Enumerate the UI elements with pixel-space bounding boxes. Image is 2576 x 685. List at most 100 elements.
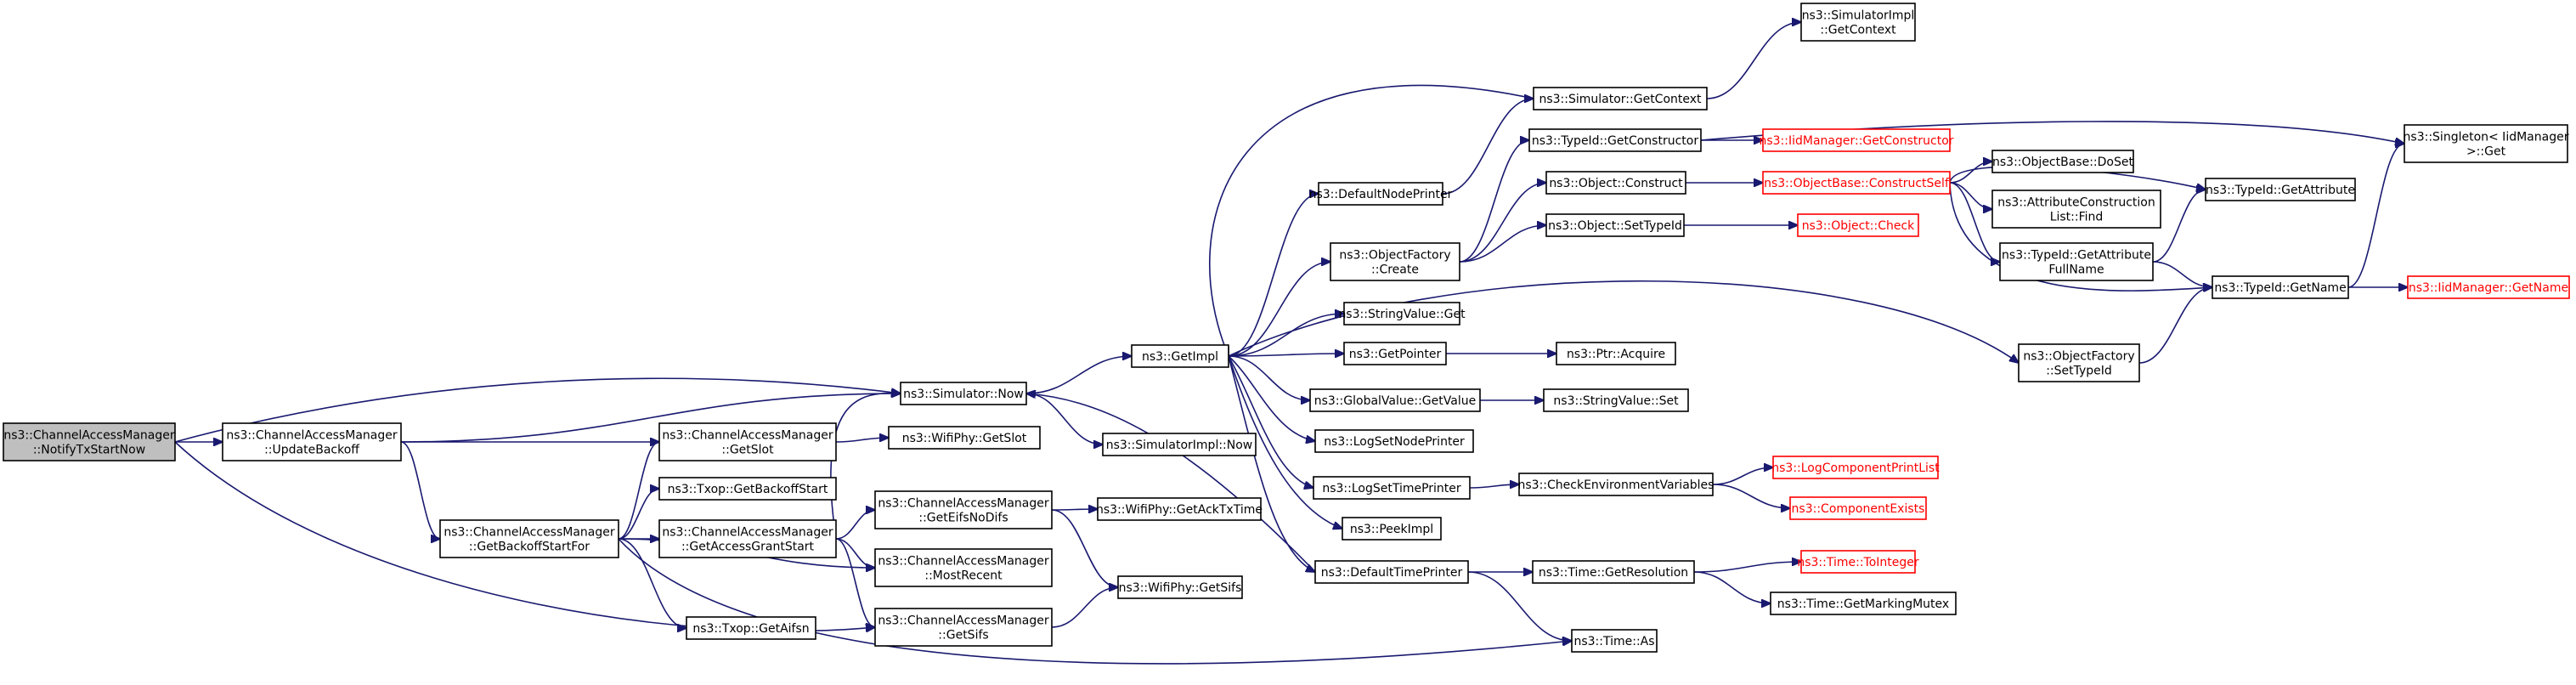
node-ns3-wifiphy-getacktxtime[interactable]: ns3::WifiPhy::GetAckTxTime [1096,497,1263,521]
node-box [1533,87,1708,110]
node-ns3-iidmanager-getconstructor[interactable]: ns3::IidManager::GetConstructor [1759,128,1954,152]
node-ns3-time-getmarkingmutex[interactable]: ns3::Time::GetMarkingMutex [1770,592,1957,615]
node-ns3-simulatorimpl-now[interactable]: ns3::SimulatorImpl::Now [1102,433,1257,456]
node-ns3-channelaccessmanager-getsifs[interactable]: ns3::ChannelAccessManager::GetSifs [874,608,1053,647]
node-box [1991,150,2134,173]
node-ns3-object-construct[interactable]: ns3::Object::Construct [1545,171,1686,195]
node-box [900,382,1027,405]
node-ns3-objectbase-doset[interactable]: ns3::ObjectBase::DoSet [1991,150,2134,173]
edge-arrow [1228,355,1313,488]
edge-n25-n34 [1706,22,1801,99]
node-label: ns3::ChannelAccessManager [878,614,1049,628]
edge-arrow [1228,262,1330,357]
node-ns3-typeid-getname[interactable]: ns3::TypeId::GetName [2212,275,2349,299]
node-ns3-globalvalue-getvalue[interactable]: ns3::GlobalValue::GetValue [1309,388,1481,412]
node-ns3-object-check[interactable]: ns3::Object::Check [1797,213,1919,237]
node-box [1097,497,1262,521]
edge-arrow [618,538,1572,665]
node-label: ::NotifyTxStartNow [33,444,145,457]
node-ns3-object-settypeid[interactable]: ns3::Object::SetTypeId [1545,213,1685,237]
node-ns3-wifiphy-getsifs[interactable]: ns3::WifiPhy::GetSifs [1117,575,1243,599]
edge-arrow [2152,190,2206,263]
node-ns3-ptr-acquire[interactable]: ns3::Ptr::Acquire [1556,342,1676,365]
node-box [1343,342,1447,365]
node-box [686,616,816,640]
node-ns3-stringvalue-set[interactable]: ns3::StringValue::Set [1543,388,1689,412]
node-ns3-typeid-getconstructor[interactable]: ns3::TypeId::GetConstructor [1528,128,1702,152]
edge-n1-n2 [400,393,901,443]
node-ns3-checkenvironmentvariables[interactable]: ns3::CheckEnvironmentVariables [1518,473,1715,496]
node-box [1762,171,1951,195]
node-box [1342,517,1442,541]
node-ns3-getpointer[interactable]: ns3::GetPointer [1343,342,1447,365]
node-box [1313,476,1471,500]
edge-n22-n31 [1469,484,1519,488]
node-label: ns3::ChannelAccessManager [443,526,615,540]
node-ns3-objectfactory-create[interactable]: ns3::ObjectFactory::Create [1330,242,1460,281]
node-ns3-txop-getaifsn[interactable]: ns3::Txop::GetAifsn [686,616,816,640]
node-label: ns3::ChannelAccessManager [226,429,398,443]
node-ns3-peekimpl[interactable]: ns3::PeekImpl [1342,517,1442,541]
node-ns3-componentexists[interactable]: ns3::ComponentExists [1789,496,1927,520]
node-ns3-time-getresolution[interactable]: ns3::Time::GetResolution [1532,560,1695,584]
node-label: ns3::CheckEnvironmentVariables [1518,478,1715,492]
node-box [1543,388,1689,412]
node-ns3-objectbase-constructself[interactable]: ns3::ObjectBase::ConstructSelf [1762,171,1951,195]
node-label: ns3::ObjectFactory [1339,249,1450,263]
node-ns3-logsettimeprinter[interactable]: ns3::LogSetTimePrinter [1313,476,1471,500]
node-label: ::GetSifs [938,629,988,643]
edge-n32-n41 [1693,571,1771,603]
node-label: ns3::Txop::GetAifsn [692,622,809,636]
node-label: ns3::TypeId::GetAttribute [2206,184,2355,197]
node-ns3-channelaccessmanager-getslot[interactable]: ns3::ChannelAccessManager::GetSlot [658,422,837,461]
node-ns3-stringvalue-get[interactable]: ns3::StringValue::Get [1338,302,1466,326]
node-box [2212,275,2349,299]
edge-arrow [618,442,659,540]
node-label: ns3::ChannelAccessManager [878,555,1049,569]
node-label: ns3::Time::GetResolution [1539,566,1688,580]
edge-n15-n22 [1228,355,1313,488]
edge-arrow [400,393,901,443]
node-ns3-channelaccessmanager-notifytxstartnow[interactable]: ns3::ChannelAccessManager::NotifyTxStart… [3,422,176,461]
edge-n17-n27 [1459,183,1546,263]
edge-arrow [1949,182,1992,209]
node-ns3-simulatorimpl-getcontext[interactable]: ns3::SimulatorImpl::GetContext [1800,3,1916,42]
node-box [1518,473,1714,496]
edge-arrow [1712,484,1790,508]
node-ns3-typeid-getattribute[interactable]: ns3::TypeId::GetAttribute [2205,178,2356,201]
node-ns3-time-tointeger[interactable]: ns3::Time::ToInteger [1797,550,1919,574]
node-label: ns3::AttributeConstruction [1997,196,2155,210]
edge-n17-n28 [1459,225,1546,263]
node-ns3-defaulttimeprinter[interactable]: ns3::DefaultTimePrinter [1314,560,1469,584]
edge-arrow [1208,84,1534,356]
node-ns3-objectfactory-settypeid[interactable]: ns3::ObjectFactory::SetTypeId [2018,343,2140,382]
node-ns3-wifiphy-getslot[interactable]: ns3::WifiPhy::GetSlot [888,426,1041,450]
node-ns3-simulator-getcontext[interactable]: ns3::Simulator::GetContext [1533,87,1708,110]
node-ns3-iidmanager-getname[interactable]: ns3::IidManager::GetName [2407,275,2570,299]
node-ns3-singleton-iidmanager-get[interactable]: ns3::Singleton< IidManager >::Get [2404,124,2569,163]
node-ns3-channelaccessmanager-getaccessgrantstart[interactable]: ns3::ChannelAccessManager::GetAccessGran… [658,519,837,558]
node-ns3-getimpl[interactable]: ns3::GetImpl [1131,344,1229,368]
node-label: ns3::DefaultTimePrinter [1321,566,1463,580]
node-ns3-logsetnodeprinter[interactable]: ns3::LogSetNodePrinter [1314,429,1474,453]
node-label: ::MostRecent [924,569,1003,583]
edge-n36-n43 [1949,182,1992,209]
node-box [1797,213,1919,237]
node-ns3-time-as[interactable]: ns3::Time::As [1571,629,1658,653]
edge-arrow [1459,183,1546,263]
edge-arrow [835,538,875,568]
edge-n1-n4 [400,441,440,539]
node-ns3-logcomponentprintlist[interactable]: ns3::LogComponentPrintList [1771,456,1940,479]
node-ns3-channelaccessmanager-updatebackoff[interactable]: ns3::ChannelAccessManager::UpdateBackoff [222,422,402,461]
edge-n15-n21 [1228,355,1315,441]
node-ns3-channelaccessmanager-mostrecent[interactable]: ns3::ChannelAccessManager::MostRecent [874,548,1053,587]
node-ns3-defaultnodeprinter[interactable]: ns3::DefaultNodePrinter [1309,182,1453,206]
node-ns3-channelaccessmanager-geteifsnodifs[interactable]: ns3::ChannelAccessManager::GetEifsNoDifs [874,490,1053,529]
edge-n24-n33 [1467,571,1572,641]
node-ns3-channelaccessmanager-getbackoffstartfor[interactable]: ns3::ChannelAccessManager::GetBackoffSta… [439,519,619,558]
edge-arrow [174,377,901,443]
node-ns3-simulator-now[interactable]: ns3::Simulator::Now [900,382,1027,405]
node-ns3-txop-getbackoffstart[interactable]: ns3::Txop::GetBackoffStart [658,477,837,501]
